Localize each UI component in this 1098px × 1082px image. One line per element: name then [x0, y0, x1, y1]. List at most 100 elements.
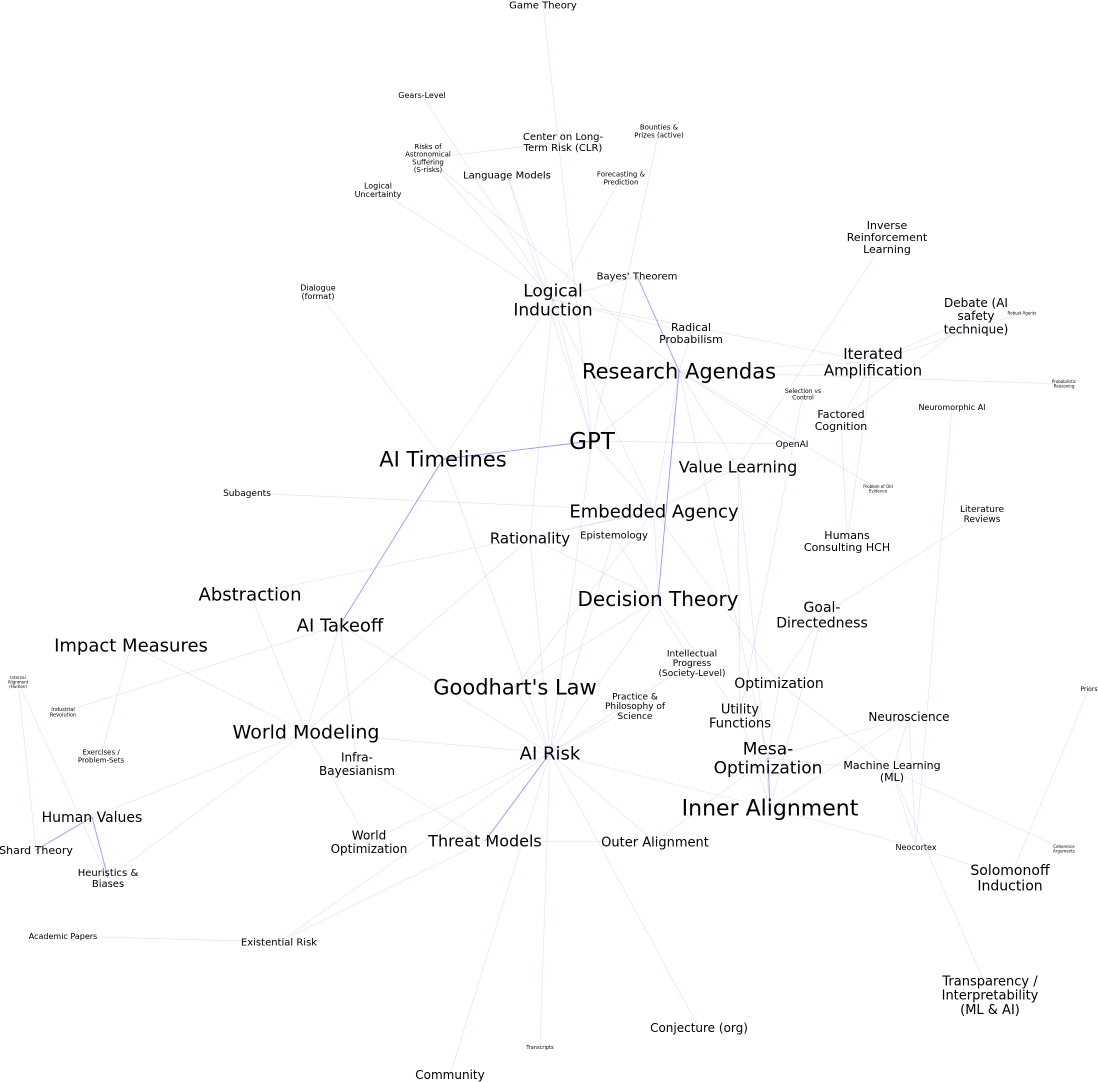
node-value-learning[interactable]: Value Learning — [679, 458, 797, 477]
node-robust-agents[interactable]: Robust Agents — [1008, 310, 1037, 315]
node-epistemology[interactable]: Epistemology — [580, 531, 648, 542]
graph-edge — [35, 816, 93, 851]
graph-edge — [737, 466, 741, 717]
node-priors[interactable]: Priors — [1081, 686, 1098, 693]
graph-edge — [427, 141, 564, 159]
node-outer-alignment[interactable]: Outer Alignment — [601, 836, 709, 851]
graph-edge — [514, 598, 659, 688]
node-heuristics-biases[interactable]: Heuristics &Biases — [78, 868, 139, 890]
node-center-on-long-term-risk-clr[interactable]: Center on Long-Term Risk (CLR) — [523, 132, 604, 154]
node-subagents[interactable]: Subagents — [223, 489, 271, 499]
graph-edge — [305, 731, 370, 843]
graph-edge — [100, 644, 132, 757]
graph-edge — [529, 510, 655, 539]
node-threat-models[interactable]: Threat Models — [427, 832, 542, 851]
node-transcripts[interactable]: Transcripts — [525, 1045, 554, 1051]
graph-edge — [130, 644, 307, 733]
graph-edge — [591, 130, 660, 442]
graph-edge — [891, 716, 910, 772]
node-optimization[interactable]: Optimization — [734, 676, 824, 692]
node-neocortex[interactable]: Neocortex — [895, 843, 936, 852]
node-decision-theory[interactable]: Decision Theory — [578, 587, 739, 611]
node-gpt[interactable]: GPT — [569, 429, 616, 455]
node-dialogue-format[interactable]: Dialogue(format) — [300, 283, 336, 301]
node-bayes-theorem[interactable]: Bayes' Theorem — [597, 272, 678, 283]
node-transparency-interpretability-ml-ai[interactable]: Transparency /Interpretability(ML & AI) — [941, 974, 1038, 1018]
node-mesa-optimization[interactable]: Mesa-Optimization — [714, 740, 823, 779]
node-shard-theory[interactable]: Shard Theory — [0, 844, 73, 857]
node-inner-alignment[interactable]: Inner Alignment — [682, 797, 859, 822]
node-machine-learning-ml[interactable]: Machine Learning(ML) — [843, 759, 940, 784]
graph-edge — [305, 731, 551, 754]
node-research-agendas[interactable]: Research Agendas — [582, 359, 776, 383]
node-exercises-problem-sets[interactable]: Exercises /Problem-Sets — [78, 749, 125, 765]
node-game-theory[interactable]: Game Theory — [509, 1, 577, 12]
graph-edge — [891, 770, 917, 848]
node-neuromorphic-ai[interactable]: Neuromorphic AI — [918, 403, 985, 412]
node-embedded-agency[interactable]: Embedded Agency — [569, 501, 739, 522]
node-world-modeling[interactable]: World Modeling — [233, 722, 380, 744]
node-goal-directedness[interactable]: Goal-Directedness — [776, 600, 868, 631]
node-community[interactable]: Community — [415, 1068, 484, 1082]
graph-edge — [767, 682, 780, 759]
node-gears-level[interactable]: Gears-Level — [398, 91, 445, 100]
graph-edge — [249, 510, 655, 595]
graph-edge — [278, 840, 486, 943]
graph-edge — [442, 299, 554, 460]
node-goodhart-s-law[interactable]: Goodhart's Law — [433, 675, 596, 699]
graph-edge — [427, 157, 554, 301]
graph-edge — [305, 537, 531, 733]
graph-edge — [769, 807, 917, 848]
graph-edge — [368, 752, 551, 843]
node-forecasting-prediction[interactable]: Forecasting &Prediction — [597, 171, 646, 187]
node-neuroscience[interactable]: Neuroscience — [868, 710, 949, 724]
edge-layer — [17, 4, 1090, 1076]
node-impact-measures[interactable]: Impact Measures — [54, 635, 208, 656]
graph-edge — [678, 370, 879, 490]
graph-edge — [449, 752, 551, 1076]
node-human-values[interactable]: Human Values — [42, 810, 143, 826]
node-openai[interactable]: OpenAI — [776, 440, 809, 450]
node-infra-bayesianism[interactable]: Infra-Bayesianism — [319, 751, 395, 778]
graph-edge — [484, 840, 656, 843]
graph-edge — [542, 4, 593, 442]
node-academic-papers[interactable]: Academic Papers — [29, 932, 97, 941]
node-language-models[interactable]: Language Models — [463, 171, 551, 182]
node-existential-risk[interactable]: Existential Risk — [241, 938, 317, 949]
graph-edge — [442, 440, 593, 460]
node-ai-takeoff[interactable]: AI Takeoff — [297, 615, 384, 636]
graph-edge — [591, 440, 655, 512]
node-bounties-prizes-active[interactable]: Bounties &Prizes (active) — [634, 124, 684, 140]
graph-edge — [552, 299, 593, 442]
graph-edge — [767, 757, 771, 809]
node-ai-timelines[interactable]: AI Timelines — [379, 447, 506, 471]
node-abstraction[interactable]: Abstraction — [199, 584, 302, 605]
node-rationality[interactable]: Rationality — [490, 529, 570, 547]
graph-edge — [653, 370, 680, 512]
node-ai-risk[interactable]: AI Risk — [520, 743, 581, 764]
graph-edge — [17, 681, 109, 879]
node-conjecture-org[interactable]: Conjecture (org) — [650, 1021, 748, 1035]
graph-edge — [552, 299, 692, 334]
